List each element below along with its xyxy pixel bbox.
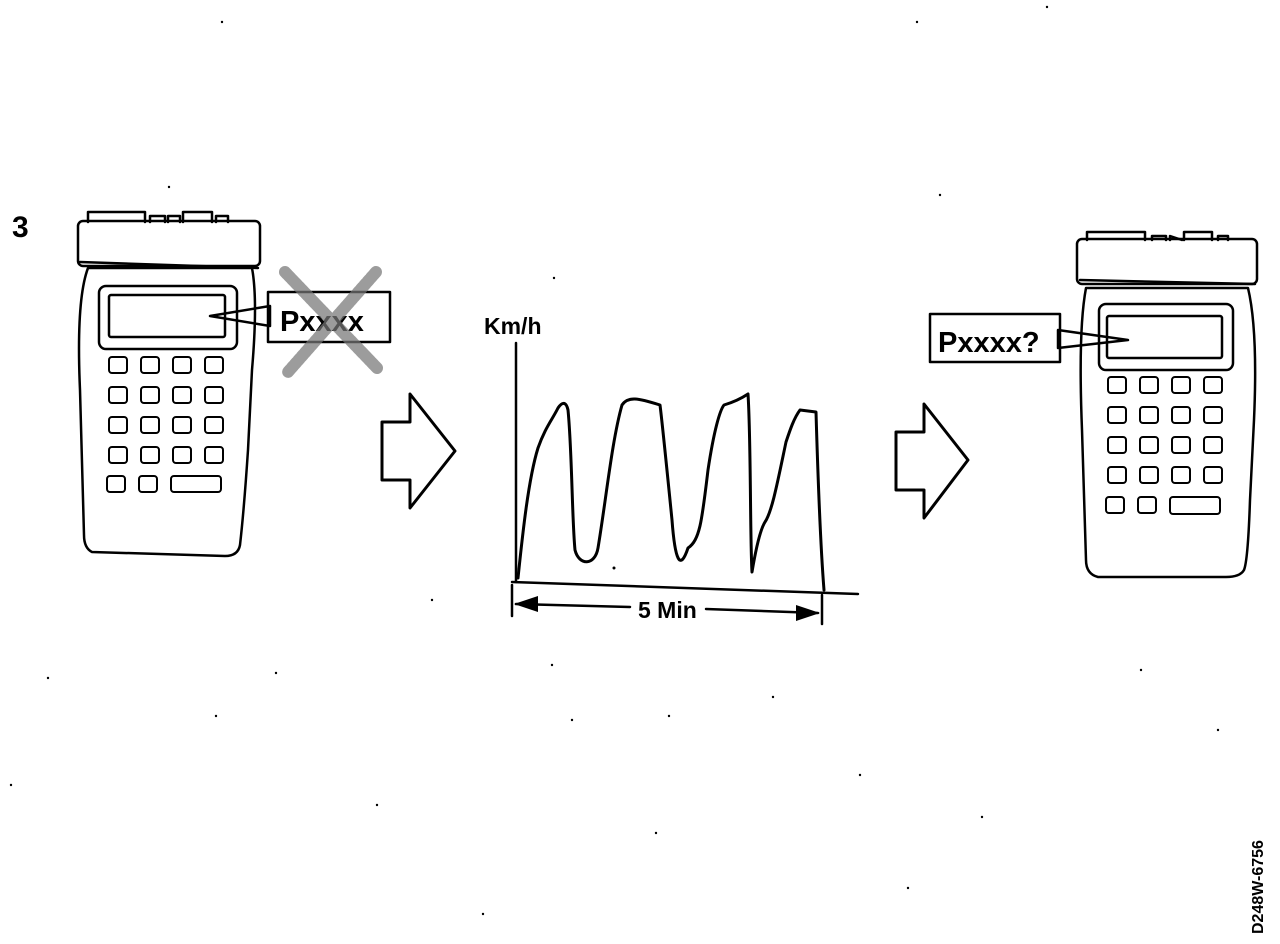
left-scan-tool: Pxxxx [76,210,392,558]
scan-noise [9,5,1220,916]
keypad [1105,376,1223,515]
keypad [106,356,224,493]
code-callout-box [928,312,1062,364]
queried-code-label: Pxxxx? [938,327,1040,359]
step-number: 3 [12,211,29,244]
x-axis [510,580,860,596]
right-scan-tool: Pxxxx? [928,230,1259,579]
y-axis-label: Km/h [484,313,542,339]
arrow-right-icon [894,402,970,520]
cross-out-icon [279,266,383,378]
speed-chart: Km/h 5 Min [484,313,860,626]
figure-code: D248W-6756 [1250,840,1267,934]
code-callout-box [266,290,392,344]
duration-label: 5 Min [638,597,697,623]
arrow-right-icon [380,392,457,510]
scan-tool-icon [1075,230,1259,579]
speed-trace [516,392,826,592]
scan-tool-icon [76,210,262,558]
